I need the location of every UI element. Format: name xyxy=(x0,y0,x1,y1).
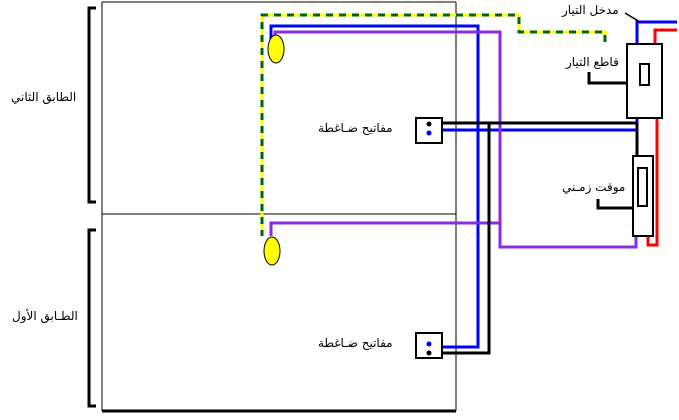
staircase-timer-window xyxy=(637,167,648,207)
circuit-breaker xyxy=(626,43,663,119)
building-outline xyxy=(101,1,457,411)
floor-one-bracket xyxy=(87,228,96,408)
control-wire xyxy=(430,121,639,355)
earth-wire xyxy=(260,13,607,236)
timer-pointer xyxy=(596,199,633,210)
push-switch-bottom xyxy=(415,332,443,359)
breaker-label: قاطع التيار xyxy=(566,55,619,69)
push-switch-bottom-terminal-a xyxy=(426,341,432,347)
phase-wire-main xyxy=(653,28,677,44)
phase-wire-to-timer xyxy=(646,118,659,247)
earth-wire-green xyxy=(260,13,607,236)
timer-label: موقت زمـني xyxy=(562,180,626,194)
push-switch-top-label: مفاتيح ضـاغطة xyxy=(318,121,393,135)
circuit-breaker-lever xyxy=(639,63,650,86)
push-switch-bottom-label: مفاتيح ضـاغطة xyxy=(318,336,393,350)
floor-two-bracket xyxy=(87,6,96,204)
floor-two-label: الطابق الثاني xyxy=(11,90,77,104)
neutral-wire-to-lamp-top xyxy=(269,24,480,349)
lamp-return-bottom xyxy=(269,221,500,236)
lamp-return-wire xyxy=(269,30,638,249)
lamp-return-top xyxy=(273,30,638,249)
power-input-label: مدخل التيار xyxy=(562,3,619,17)
push-switch-top-terminal-a xyxy=(426,121,432,127)
power-input-pointer xyxy=(624,12,641,23)
lamp-bottom xyxy=(263,236,281,266)
control-wire-vertical xyxy=(430,123,491,355)
push-switch-top xyxy=(415,117,443,144)
breaker-pointer xyxy=(587,72,627,85)
phase-wire xyxy=(646,28,677,247)
staircase-timer xyxy=(632,155,654,237)
neutral-wire-input xyxy=(635,20,677,44)
lamp-top xyxy=(267,34,285,64)
floor-one-label: الطـابق الأول xyxy=(12,309,78,323)
push-switch-top-terminal-b xyxy=(426,130,432,136)
push-switch-bottom-terminal-b xyxy=(426,350,432,356)
